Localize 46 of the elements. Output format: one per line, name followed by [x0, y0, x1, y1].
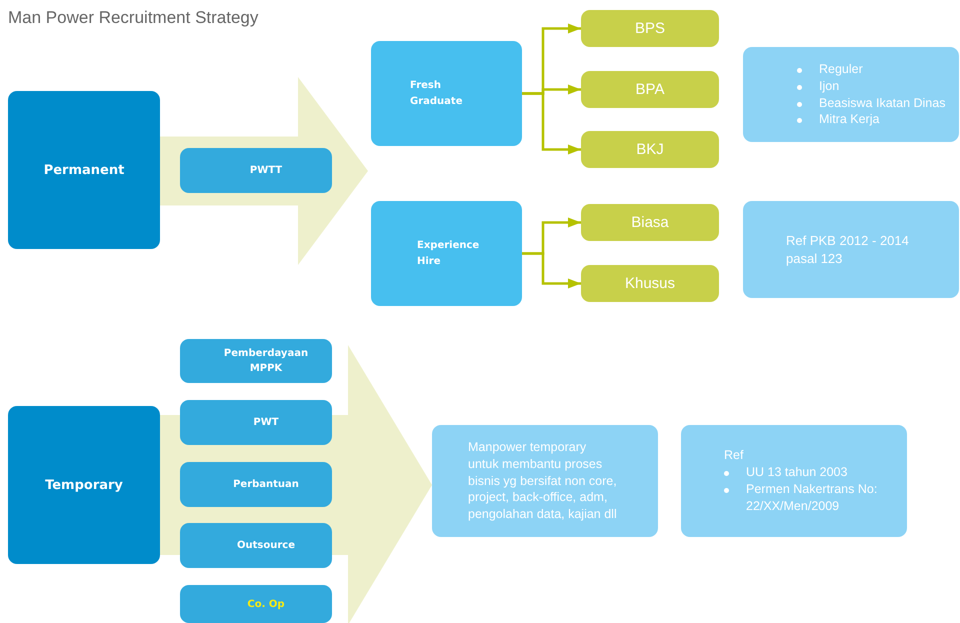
program-box — [581, 131, 719, 168]
box-label: PWT — [253, 417, 279, 428]
note-box — [743, 201, 959, 298]
source-box — [371, 41, 522, 146]
source-box — [371, 201, 522, 306]
box-label: Biasa — [631, 214, 669, 231]
box-label: BPS — [634, 20, 665, 37]
program-box — [581, 10, 719, 47]
note-box — [681, 425, 907, 537]
list-item: Mitra Kerja — [819, 112, 880, 126]
box-label: Ref — [724, 448, 744, 462]
arrow — [522, 252, 581, 288]
list-item: Beasiswa Ikatan Dinas — [819, 96, 946, 110]
category-box — [8, 406, 160, 564]
box-label: Experience Hire — [417, 240, 480, 266]
list-item: Ijon — [819, 78, 840, 93]
box-label: Manpower temporary untuk membantu proses bisnis yg bersifat non core, project, back-office, adm, pengolahan data, kajian dll — [468, 440, 617, 522]
type-box — [180, 523, 332, 568]
list-item: UU 13 tahun 2003 — [746, 465, 848, 480]
type-box — [180, 339, 332, 383]
box-label: Outsource — [237, 540, 295, 551]
program-box — [581, 71, 719, 108]
type-box — [180, 400, 332, 445]
program-box — [581, 265, 719, 302]
box-label: Permanent — [44, 162, 124, 178]
box-label: PWTT — [250, 165, 282, 176]
list-item: Permen Nakertrans No: 22/XX/Men/2009 — [746, 482, 878, 513]
box-label: Pemberdayaan MPPK — [224, 348, 308, 374]
box-label: Khusus — [624, 275, 676, 292]
type-box — [180, 585, 332, 623]
type-box — [180, 148, 332, 193]
box-label: BKJ — [636, 141, 664, 158]
note-box — [432, 425, 658, 537]
box-label: Temporary — [45, 478, 123, 492]
diagram-title: Man Power Recruitment Strategy — [8, 8, 258, 28]
box-label: Co. Op — [247, 598, 285, 610]
list-item: Reguler — [819, 62, 863, 76]
box-label: BPA — [636, 81, 664, 98]
note-box — [743, 47, 959, 142]
type-box — [180, 462, 332, 507]
box-label: Ref PKB 2012 - 2014 pasal 123 — [786, 232, 909, 266]
box-label: Fresh Graduate — [410, 80, 462, 106]
program-box — [581, 204, 719, 241]
category-box — [8, 91, 160, 249]
arrow — [522, 92, 581, 154]
box-label: Perbantuan — [233, 479, 299, 490]
